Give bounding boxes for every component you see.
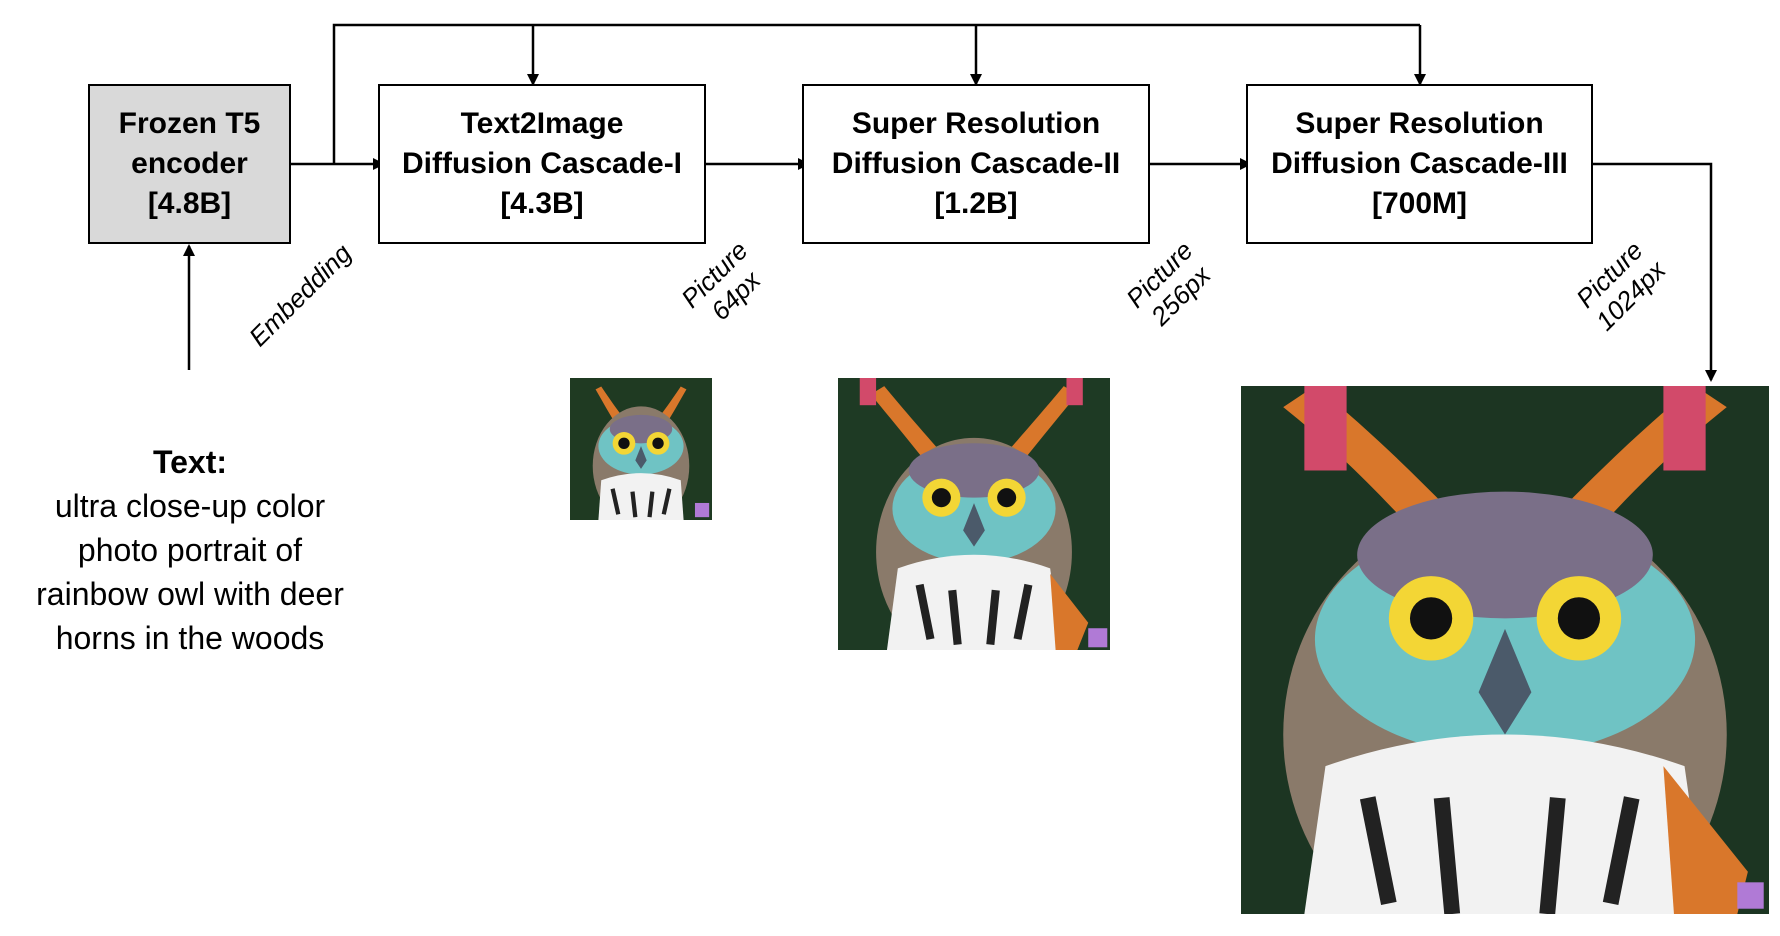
cascade2-line3: [1.2B] bbox=[934, 187, 1018, 220]
prompt-text: Text: ultra close-up color photo portrai… bbox=[0, 440, 380, 660]
owl-picture bbox=[570, 378, 712, 520]
cascade3-line3: [700M] bbox=[1371, 187, 1468, 220]
encoder-line3: [4.8B] bbox=[147, 187, 232, 220]
embedding-bus bbox=[332, 23, 1420, 164]
cascade2-box: Super Resolution Diffusion Cascade-II [1… bbox=[802, 84, 1150, 244]
prompt-label: Text: bbox=[152, 444, 228, 480]
cascade3-line1: Super Resolution bbox=[1295, 107, 1544, 140]
cascade1-line3: [4.3B] bbox=[500, 187, 584, 220]
encoder-line1: Frozen T5 bbox=[118, 107, 261, 140]
watermark-icon bbox=[1737, 882, 1764, 909]
arrow-cascade3-to-output bbox=[1593, 162, 1717, 382]
prompt-line-1: ultra close-up color bbox=[54, 488, 326, 524]
cascade3-line2: Diffusion Cascade-III bbox=[1271, 147, 1568, 180]
owl-image-64px bbox=[570, 378, 712, 520]
owl-image-256px bbox=[838, 378, 1110, 650]
cascade3-box: Super Resolution Diffusion Cascade-III [… bbox=[1246, 84, 1593, 244]
cascade1-box: Text2Image Diffusion Cascade-I [4.3B] bbox=[378, 84, 706, 244]
cascade1-line1: Text2Image bbox=[460, 107, 624, 140]
watermark-icon bbox=[694, 502, 710, 518]
cascade2-line1: Super Resolution bbox=[851, 107, 1101, 140]
owl-picture bbox=[838, 378, 1110, 650]
owl-picture bbox=[1241, 386, 1769, 914]
watermark-icon bbox=[1088, 628, 1108, 648]
cascade1-line2: Diffusion Cascade-I bbox=[401, 147, 683, 180]
encoder-line2: encoder bbox=[131, 147, 248, 180]
cascade2-line2: Diffusion Cascade-II bbox=[831, 147, 1121, 180]
frozen-t5-encoder-box: Frozen T5 encoder [4.8B] bbox=[88, 84, 291, 244]
prompt-line-3: rainbow owl with deer bbox=[36, 576, 344, 612]
prompt-line-2: photo portrait of bbox=[77, 532, 303, 568]
prompt-line-4: horns in the woods bbox=[55, 620, 325, 656]
owl-image-1024px bbox=[1240, 386, 1770, 914]
